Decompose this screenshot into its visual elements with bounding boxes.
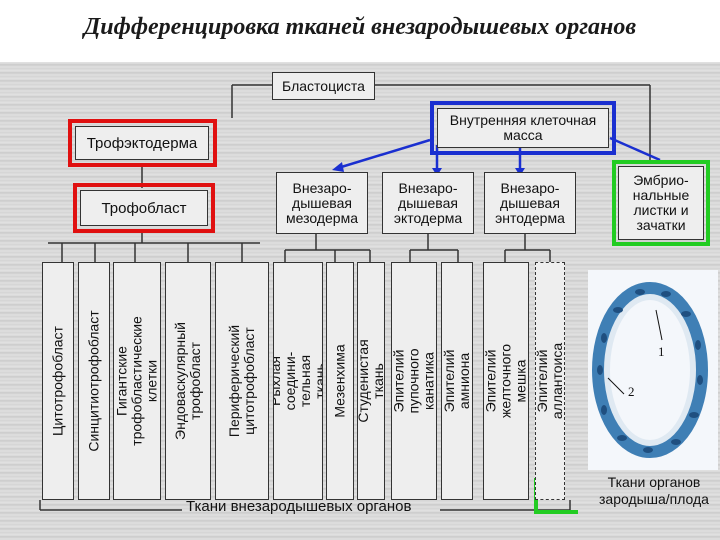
tissue-box: Мезенхима — [326, 262, 354, 500]
tissue-label: Эпителий аллантоиса — [535, 343, 565, 419]
tissue-box: Синцитиотрофобласт — [78, 262, 110, 500]
blastocyst-box: Бластоциста — [272, 72, 375, 100]
tissue-label: Эпителий желточного мешка — [484, 344, 529, 418]
tissue-box: Периферический цитотрофобласт — [215, 262, 269, 500]
tissue-box: Эпителий аллантоиса — [535, 262, 565, 500]
tissue-label: Синцитиотрофобласт — [87, 310, 102, 451]
photo-label-1: 1 — [658, 344, 665, 360]
tissue-box: Цитотрофобласт — [42, 262, 74, 500]
tissue-label: Гигантские трофобластические клетки — [115, 316, 160, 446]
tissue-box: Эндоваскулярный трофобласт — [165, 262, 211, 500]
tissue-label: Студенистая ткань — [357, 339, 385, 422]
germ-layers-green-highlight — [612, 160, 710, 246]
tissue-label: Эпителий пупочного канатика — [392, 348, 437, 413]
extra-mesoderm-label: Внезаро- дышевая мезодерма — [286, 181, 358, 226]
tissue-box: Студенистая ткань — [357, 262, 385, 500]
tissue-label: Периферический цитотрофобласт — [227, 325, 257, 437]
micrograph-image: 1 2 — [588, 270, 718, 470]
extra-mesoderm-box: Внезаро- дышевая мезодерма — [276, 172, 368, 234]
tissue-label: Мезенхима — [333, 344, 348, 417]
extra-entoderm-label: Внезаро- дышевая энтодерма — [495, 181, 565, 226]
tissue-box: Гигантские трофобластические клетки — [113, 262, 161, 500]
tissue-label: Цитотрофобласт — [51, 326, 66, 436]
photo-caption: Ткани органов зародыша/плода — [590, 474, 718, 508]
inner-cell-mass-blue-highlight — [430, 101, 616, 155]
bottom-label: Ткани внезародышевых органов — [186, 498, 412, 515]
tissue-box: Эпителий амниона — [441, 262, 473, 500]
photo-label-2: 2 — [628, 384, 635, 400]
tissue-box: Эпителий пупочного канатика — [391, 262, 437, 500]
trophoblast-red-highlight — [73, 183, 215, 233]
tissue-label: Рыхлая соедини- тельная ткань — [273, 352, 323, 411]
tissue-label: Эндоваскулярный трофобласт — [173, 322, 203, 440]
tissue-box: Рыхлая соедини- тельная ткань — [273, 262, 323, 500]
tissue-label: Эпителий амниона — [442, 350, 472, 413]
trophectoderm-red-highlight — [68, 119, 217, 167]
extra-ectoderm-box: Внезаро- дышевая эктодерма — [382, 172, 474, 234]
blastocyst-label: Бластоциста — [282, 79, 365, 94]
extra-entoderm-box: Внезаро- дышевая энтодерма — [484, 172, 576, 234]
tissue-box: Эпителий желточного мешка — [483, 262, 529, 500]
extra-ectoderm-label: Внезаро- дышевая эктодерма — [394, 181, 462, 226]
